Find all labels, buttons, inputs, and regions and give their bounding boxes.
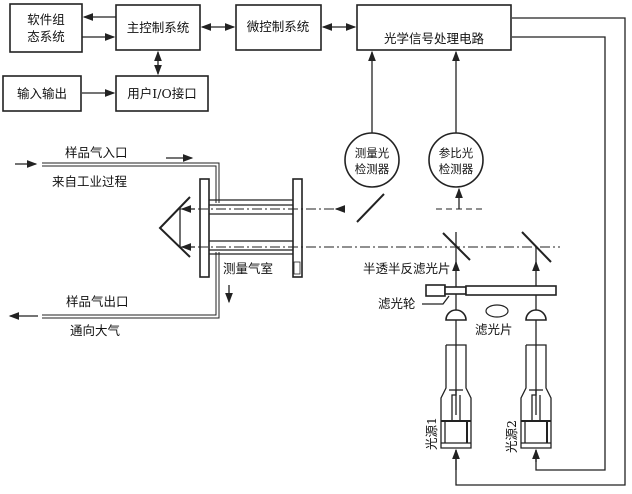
- corner-reflector: [158, 196, 191, 258]
- lens-1: [445, 309, 467, 321]
- micro-control-block: 微控制系统: [235, 4, 322, 51]
- half-mirror-label: 半透半反滤光片: [363, 261, 451, 276]
- measure-detector-label-2: 检测器: [355, 162, 390, 176]
- light-source-1-label: 光源1: [424, 417, 439, 450]
- user-io-block: 用户I/O接口: [115, 75, 209, 112]
- reference-detector: 参比光 检测器: [428, 132, 484, 188]
- user-io-label: 用户I/O接口: [127, 86, 196, 101]
- chamber-fitting: [293, 261, 301, 275]
- chamber-label: 测量气室: [223, 261, 273, 276]
- filter-label: 滤光片: [475, 322, 513, 337]
- light-source-2-label: 光源2: [504, 420, 519, 453]
- source-label: 来自工业过程: [52, 174, 128, 189]
- reference-detector-label-2: 检测器: [439, 162, 474, 176]
- filter-wheel-label: 滤光轮: [378, 296, 416, 311]
- reference-detector-label-1: 参比光: [439, 146, 474, 160]
- main-control-label: 主控制系统: [127, 20, 190, 35]
- light-source-1: [440, 344, 472, 449]
- outlet-pipe: [8, 252, 233, 320]
- software-config-label-1: 软件组: [27, 12, 65, 27]
- rotation-icon: [485, 304, 509, 318]
- filter-wheel: [425, 284, 557, 297]
- main-control-block: 主控制系统: [115, 4, 201, 51]
- inlet-pipe: [15, 154, 220, 203]
- measurement-chamber: [199, 178, 303, 278]
- io-block: 输入输出: [2, 75, 82, 112]
- measure-mirror: [356, 193, 385, 223]
- lens-2: [525, 309, 547, 321]
- signal-processing-block: 光学信号处理电路: [356, 4, 512, 51]
- filter-wheel-leader: [422, 295, 450, 305]
- light-source-2: [520, 344, 552, 449]
- signal-processing-label: 光学信号处理电路: [384, 31, 485, 46]
- measure-detector-label-1: 测量光: [355, 146, 390, 160]
- power-line-source-1: [455, 17, 626, 486]
- to-atmosphere-label: 通向大气: [70, 323, 121, 338]
- outlet-label: 样品气出口: [66, 294, 129, 309]
- power-line-source-2: [512, 36, 606, 471]
- io-label: 输入输出: [17, 86, 67, 101]
- inlet-label: 样品气入口: [65, 145, 128, 160]
- micro-control-label: 微控制系统: [247, 19, 310, 34]
- measure-detector: 测量光 检测器: [344, 132, 400, 188]
- software-config-block: 软件组 态系统: [9, 3, 83, 53]
- software-config-label-2: 态系统: [27, 29, 65, 44]
